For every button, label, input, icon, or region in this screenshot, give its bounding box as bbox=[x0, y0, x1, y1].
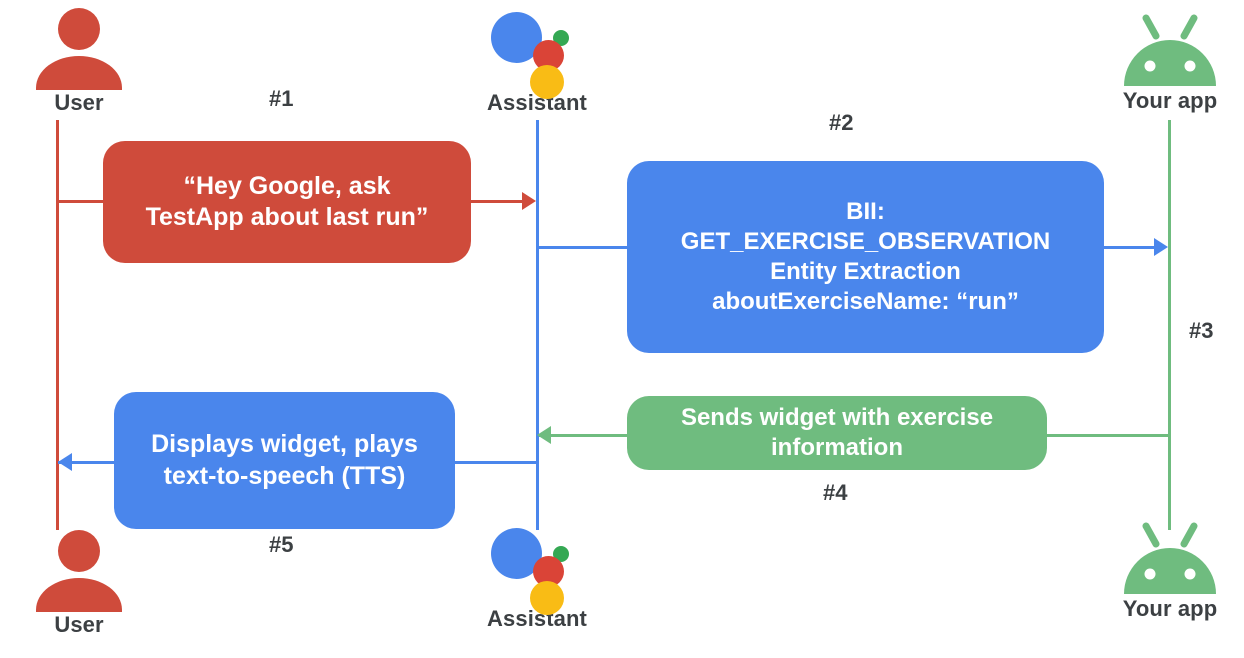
arrowhead-user-to-assistant bbox=[522, 192, 536, 210]
connector-your-app-tail bbox=[1043, 434, 1170, 437]
step-label-3: #3 bbox=[1189, 318, 1214, 343]
message-line: “Hey Google, ask bbox=[183, 171, 391, 200]
message-line: Entity Extraction bbox=[770, 258, 961, 285]
actor-your-app-top-label: Your app bbox=[1122, 88, 1218, 113]
actor-assistant-top: Assistant bbox=[466, 8, 608, 116]
arrowhead-your-app-to-assistant bbox=[537, 426, 551, 444]
actor-user-bottom-label: User bbox=[54, 612, 104, 637]
message-line: aboutExerciseName: “run” bbox=[712, 288, 1019, 316]
message-line: text-to-speech (TTS) bbox=[163, 461, 406, 490]
user-icon bbox=[36, 8, 122, 90]
message-line: Sends widget with exercise bbox=[680, 403, 994, 431]
message-line: GET_EXERCISE_OBSERVATION bbox=[680, 227, 1051, 255]
lifeline-your-app bbox=[1168, 120, 1171, 530]
arrowhead-display-to-user bbox=[58, 453, 72, 471]
step-label-2: #2 bbox=[829, 110, 854, 135]
connector-your-app-to-assistant bbox=[539, 434, 645, 437]
connector-display-to-user bbox=[58, 461, 116, 464]
android-robot-icon bbox=[1118, 522, 1222, 596]
connector-assistant-to-display bbox=[455, 461, 539, 464]
google-assistant-icon bbox=[491, 524, 583, 615]
arrowhead-bii-to-your-app bbox=[1154, 238, 1168, 256]
lifeline-assistant bbox=[536, 120, 539, 530]
connector-assistant-to-bii bbox=[537, 246, 637, 249]
lifeline-user bbox=[56, 120, 59, 530]
step-label-5: #5 bbox=[269, 532, 294, 557]
message-box-display: Displays widget, plays text-to-speech (T… bbox=[114, 392, 455, 529]
actor-your-app-top: Your app bbox=[1112, 14, 1228, 114]
actor-user-top-label: User bbox=[54, 90, 104, 115]
actor-user-bottom: User bbox=[14, 530, 144, 638]
message-line: information bbox=[771, 434, 903, 461]
connector-bii-to-your-app bbox=[1100, 246, 1156, 249]
actor-your-app-bottom-label: Your app bbox=[1122, 596, 1218, 621]
message-line: BII: bbox=[846, 197, 885, 225]
actor-user-top: User bbox=[14, 8, 144, 116]
message-line: TestApp about last run” bbox=[145, 203, 429, 231]
user-icon bbox=[36, 530, 122, 612]
step-label-1: #1 bbox=[269, 86, 294, 111]
android-robot-icon bbox=[1118, 14, 1222, 88]
step-label-4: #4 bbox=[823, 480, 848, 505]
message-line: Displays widget, plays bbox=[151, 430, 418, 458]
actor-assistant-bottom: Assistant bbox=[466, 524, 608, 632]
message-box-bii: BII: GET_EXERCISE_OBSERVATION Entity Ext… bbox=[627, 161, 1104, 353]
actor-your-app-bottom: Your app bbox=[1112, 522, 1228, 622]
google-assistant-icon bbox=[491, 8, 583, 99]
message-box-utterance: “Hey Google, ask TestApp about last run” bbox=[103, 141, 471, 263]
message-box-widget-response: Sends widget with exercise information bbox=[627, 396, 1047, 470]
